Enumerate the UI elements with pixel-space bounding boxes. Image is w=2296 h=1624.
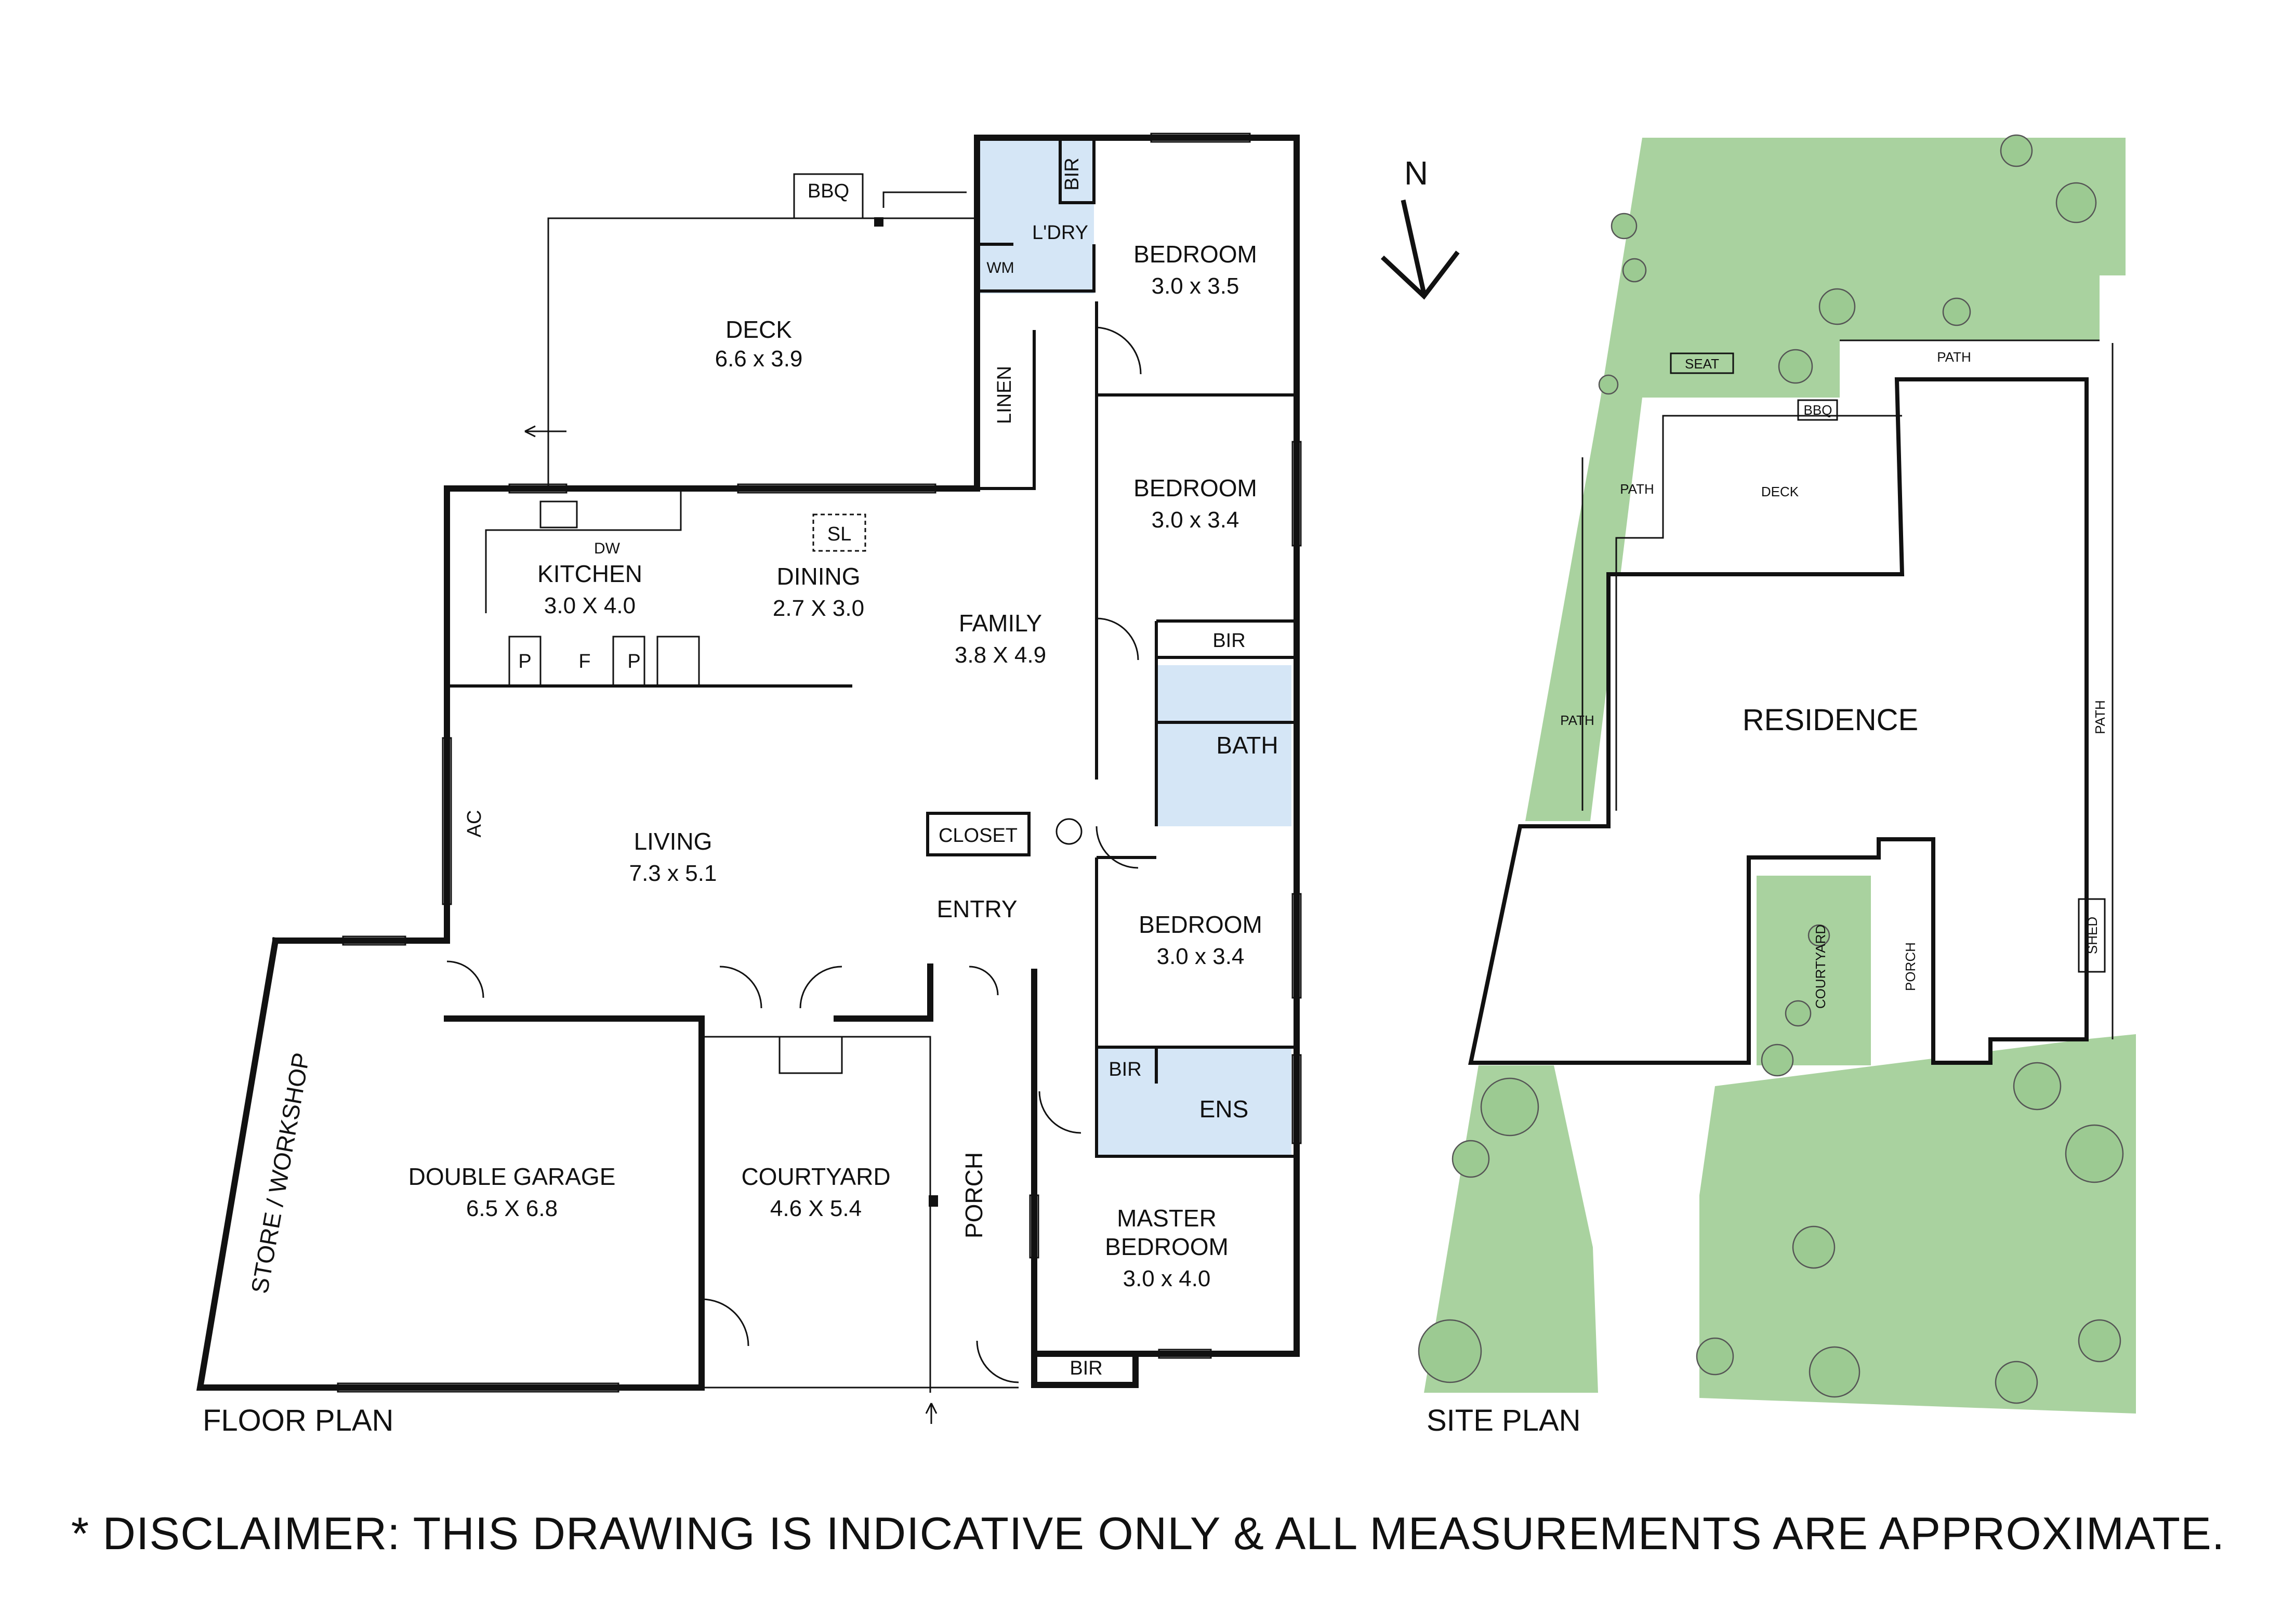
bedroom1-dim: 3.0 x 3.5 xyxy=(1152,273,1239,299)
dw-label: DW xyxy=(594,540,621,557)
sl-label: SL xyxy=(827,523,851,545)
garage-dim: 6.5 X 6.8 xyxy=(466,1196,558,1221)
garden-north xyxy=(1601,138,2126,398)
master-label-2: BEDROOM xyxy=(1105,1233,1229,1260)
site-shed-label: SHED xyxy=(2084,917,2100,954)
wm-label: WM xyxy=(986,259,1014,276)
disclaimer-text: * DISCLAIMER: THIS DRAWING IS INDICATIVE… xyxy=(71,1508,2225,1559)
bir-label-4: BIR xyxy=(1070,1357,1102,1379)
master-label-1: MASTER xyxy=(1117,1205,1217,1232)
garden-southeast xyxy=(1699,1034,2136,1414)
site-plan: RESIDENCE DECK BBQ SEAT PATH PATH PATH P… xyxy=(1380,134,2136,1414)
wall-master-west xyxy=(1031,969,1139,1388)
courtyard-label: COURTYARD xyxy=(741,1163,890,1190)
garage-outer-wall xyxy=(196,937,705,1391)
kitchen-dim: 3.0 X 4.0 xyxy=(544,593,636,618)
north-arrow-icon: N xyxy=(1380,154,1460,300)
living-label: LIVING xyxy=(634,828,712,855)
wall-entry-south xyxy=(834,963,933,1022)
pantry-label-2: P xyxy=(627,651,640,672)
kitchen-label: KITCHEN xyxy=(537,560,642,587)
site-courtyard-label: COURTYARD xyxy=(1813,925,1828,1009)
master-dim: 3.0 x 4.0 xyxy=(1123,1266,1211,1291)
site-deck-label: DECK xyxy=(1761,484,1799,499)
bath-area xyxy=(1156,722,1291,826)
trees xyxy=(1418,134,2124,1404)
linen-label: LINEN xyxy=(994,366,1015,424)
porch-label: PORCH xyxy=(960,1152,987,1238)
residence-outline xyxy=(1468,377,2089,1065)
laundry-area xyxy=(980,140,1094,294)
site-path-label-3: PATH xyxy=(1560,712,1594,728)
family-label: FAMILY xyxy=(959,610,1042,637)
family-dim: 3.8 X 4.9 xyxy=(955,642,1046,668)
closet-label: CLOSET xyxy=(939,825,1018,847)
floor-plan: DECK 6.6 x 3.9 BBQ L'DRY WM BIR LINEN BE… xyxy=(196,133,1302,1424)
bbq-box xyxy=(793,173,864,219)
living-dim: 7.3 x 5.1 xyxy=(629,861,717,886)
site-seat-label: SEAT xyxy=(1685,356,1719,372)
bedroom2-label: BEDROOM xyxy=(1133,474,1257,501)
site-plan-caption: SITE PLAN xyxy=(1427,1404,1581,1437)
dining-label: DINING xyxy=(777,563,861,590)
deck-dim: 6.6 x 3.9 xyxy=(715,346,803,372)
bbq-label: BBQ xyxy=(808,180,849,202)
wall-east xyxy=(974,135,1300,1357)
site-bbq-label: BBQ xyxy=(1804,402,1832,418)
site-path-label-2: PATH xyxy=(1620,481,1654,497)
site-porch-label: PORCH xyxy=(1903,942,1918,991)
ensuite-area xyxy=(1097,1047,1291,1156)
wall-living-south xyxy=(444,1015,705,1391)
ens-label: ENS xyxy=(1199,1095,1249,1123)
entry-label: ENTRY xyxy=(936,895,1017,922)
north-label: N xyxy=(1404,154,1428,192)
bedroom3-dim: 3.0 x 3.4 xyxy=(1157,944,1245,969)
residence-label: RESIDENCE xyxy=(1743,703,1918,737)
courtyard-garden xyxy=(1757,876,1871,1065)
fridge-label: F xyxy=(578,651,590,672)
dining-dim: 2.7 X 3.0 xyxy=(773,596,864,621)
laundry-label: L'DRY xyxy=(1032,222,1088,244)
garage-label: DOUBLE GARAGE xyxy=(408,1163,616,1190)
courtyard-dim: 4.6 X 5.4 xyxy=(770,1196,862,1221)
garden-west-strip xyxy=(1525,398,1642,821)
pantry-label-1: P xyxy=(518,651,531,672)
bath-label: BATH xyxy=(1216,732,1278,759)
bir-label-2: BIR xyxy=(1212,630,1245,652)
bedroom1-label: BEDROOM xyxy=(1133,241,1257,268)
site-path-label-1: PATH xyxy=(1937,349,1971,365)
bedroom2-dim: 3.0 x 3.4 xyxy=(1152,507,1239,533)
floor-plan-caption: FLOOR PLAN xyxy=(203,1404,394,1437)
ac-label: AC xyxy=(464,810,485,838)
deck-label: DECK xyxy=(725,316,792,343)
site-path-label-4: PATH xyxy=(2092,700,2108,734)
closet-box xyxy=(926,812,1031,856)
bedroom3-label: BEDROOM xyxy=(1139,911,1262,938)
wall-west-top xyxy=(444,135,980,944)
bir-label-1: BIR xyxy=(1061,157,1083,190)
store-label: STORE / WORKSHOP xyxy=(246,1051,315,1296)
bir-label-3: BIR xyxy=(1109,1059,1141,1080)
